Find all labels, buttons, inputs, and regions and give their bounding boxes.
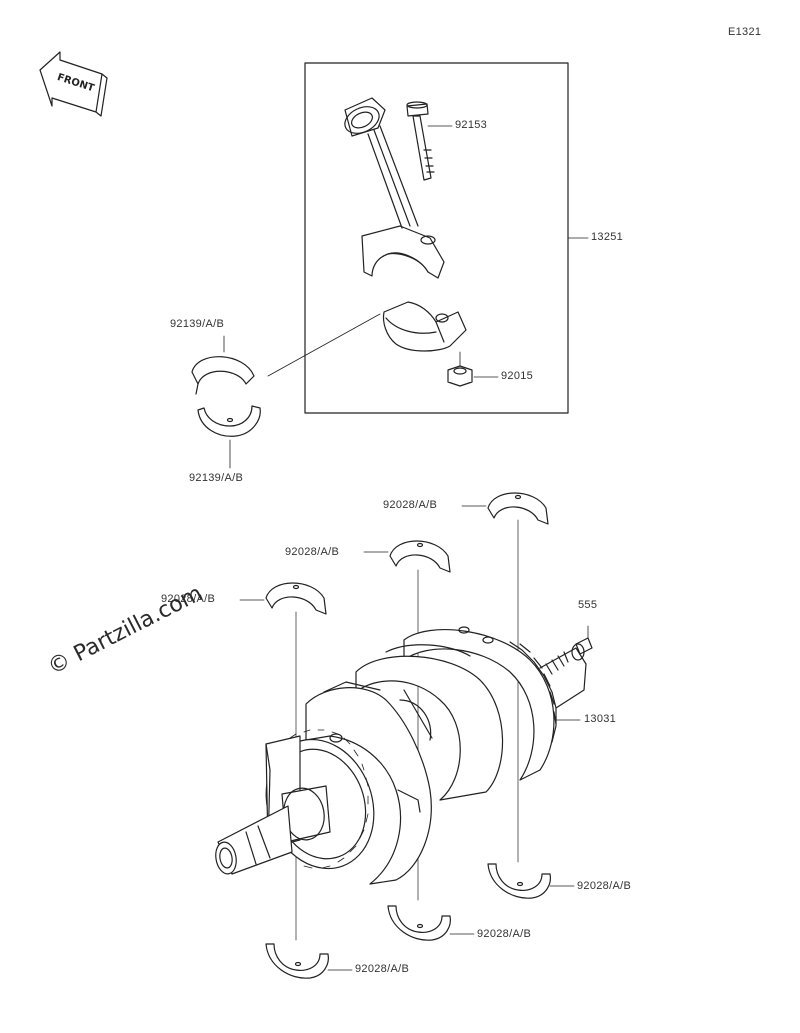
part-label-92028-bottom-right[interactable]: 92028/A/B	[577, 880, 632, 892]
main-bearing-bottom-mid	[387, 905, 451, 941]
part-label-92015[interactable]: 92015	[501, 370, 534, 382]
main-bearing-top-mid	[389, 540, 451, 573]
connecting-rod	[344, 97, 445, 279]
part-label-13251[interactable]: 13251	[591, 231, 624, 243]
part-label-92028-top-mid[interactable]: 92028/A/B	[285, 546, 340, 558]
rod-cap	[382, 301, 467, 352]
crankshaft	[215, 626, 593, 885]
nut-92015	[447, 351, 473, 387]
part-label-92028-bottom-left[interactable]: 92028/A/B	[355, 963, 410, 975]
front-arrow-icon: FRONT	[39, 51, 108, 117]
part-label-13031[interactable]: 13031	[584, 713, 617, 725]
main-bearing-bottom-left	[265, 943, 329, 979]
rod-assembly-box	[304, 62, 569, 414]
part-label-555[interactable]: 555	[578, 599, 598, 611]
rod-bearing-lower	[197, 405, 261, 437]
rod-bearing-upper	[191, 356, 255, 395]
part-label-92139-lower[interactable]: 92139/A/B	[189, 472, 244, 484]
part-label-92028-top-left[interactable]: 92028/A/B	[161, 593, 216, 605]
bolt-92153	[406, 101, 435, 181]
part-label-92028-top-right[interactable]: 92028/A/B	[383, 499, 438, 511]
main-bearing-top-left	[265, 582, 327, 615]
part-label-92153[interactable]: 92153	[455, 119, 488, 131]
diagram-id: E1321	[728, 26, 762, 38]
part-label-92139-upper[interactable]: 92139/A/B	[170, 318, 225, 330]
main-bearing-top-right	[487, 492, 549, 525]
part-label-92028-bottom-mid[interactable]: 92028/A/B	[477, 928, 532, 940]
main-bearing-bottom-right	[487, 863, 551, 899]
